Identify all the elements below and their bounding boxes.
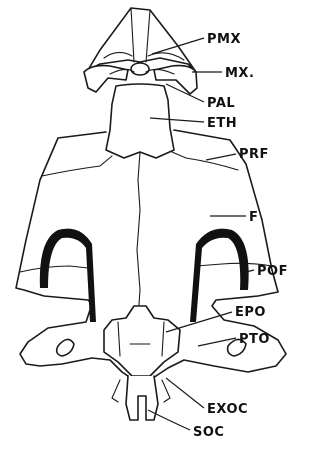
label-soc: SOC [193, 425, 224, 440]
ethmoid [106, 84, 174, 158]
label-exoc: EXOC [207, 402, 248, 417]
label-prf: PRF [239, 147, 269, 162]
nasal-opening [131, 63, 149, 75]
leader-prf [206, 154, 236, 160]
label-pto: PTO [239, 332, 270, 347]
label-pof: POF [257, 264, 288, 279]
label-eth: ETH [207, 116, 237, 131]
label-epo: EPO [235, 305, 266, 320]
label-pmx: PMX [207, 32, 241, 47]
label-mx: MX. [225, 66, 254, 81]
leader-epo [166, 312, 232, 332]
label-pal: PAL [207, 96, 235, 111]
left-orbit [40, 229, 96, 322]
leader-exoc [166, 378, 204, 408]
label-f: F [249, 210, 258, 225]
occipital-region [112, 376, 170, 420]
left-otic-opening [57, 339, 74, 356]
